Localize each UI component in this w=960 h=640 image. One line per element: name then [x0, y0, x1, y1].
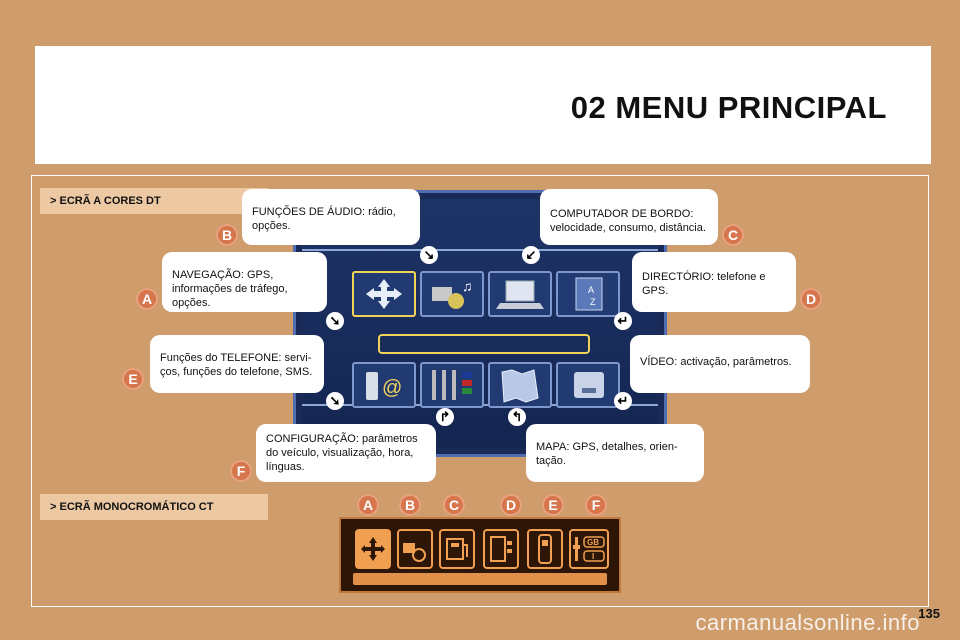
page-title: 02 MENU PRINCIPAL — [570, 90, 887, 125]
section-color-screen: > ECRÃ A CORES DT — [40, 188, 268, 214]
callout-telephone: Funções do TELEFONE: servi- ços, funções… — [150, 335, 324, 393]
arrow-computer-icon: ↙ — [522, 246, 540, 264]
arrow-telephone-icon: ➘ — [326, 392, 344, 410]
video-icon[interactable] — [556, 362, 620, 408]
mono-directory-icon[interactable] — [483, 529, 519, 569]
callout-map-line1: MAPA: GPS, detalhes, orien- — [536, 441, 678, 453]
svg-text:@: @ — [382, 377, 402, 399]
callout-telephone-line2: ços, funções do telefone, SMS. — [160, 366, 313, 378]
computer-icon[interactable] — [488, 271, 552, 317]
callout-configuration-line2: do veículo, visualização, hora, — [266, 447, 414, 459]
navigation-icon[interactable] — [352, 271, 416, 317]
content-frame — [31, 175, 929, 607]
mono-configuration-icon[interactable]: GB I — [569, 529, 609, 569]
arrow-map-icon: ↰ — [508, 408, 526, 426]
mono-status-bar — [353, 573, 607, 585]
callout-telephone-line1: Funções do TELEFONE: servi- — [160, 352, 312, 364]
telephone-icon[interactable]: @ — [352, 362, 416, 408]
callout-map-line2: tação. — [536, 455, 566, 467]
badge-b: B — [216, 224, 238, 246]
mono-navigation-icon[interactable] — [355, 529, 391, 569]
watermark: carmanualsonline.info — [695, 610, 920, 635]
audio-icon[interactable]: ♫ — [420, 271, 484, 317]
mono-badge-c: C — [443, 494, 465, 516]
callout-audio: FUNÇÕES DE ÁUDIO: rádio, opções. — [242, 189, 420, 245]
mono-computer-icon[interactable] — [439, 529, 475, 569]
callout-directory: DIRECTÓRIO: telefone e GPS. — [632, 252, 796, 312]
badge-c: C — [722, 224, 744, 246]
mono-audio-icon[interactable] — [397, 529, 433, 569]
map-icon[interactable] — [488, 362, 552, 408]
arrow-video-icon: ↵ — [614, 392, 632, 410]
callout-configuration-line3: línguas. — [266, 461, 305, 473]
badge-a: A — [136, 288, 158, 310]
callout-video: VÍDEO: activação, parâmetros. — [630, 335, 810, 393]
callout-trip-computer: COMPUTADOR DE BORDO: velocidade, consumo… — [540, 189, 718, 245]
arrow-directory-icon: ↵ — [614, 312, 632, 330]
callout-navigation: NAVEGAÇÃO: GPS, informações de tráfego, … — [162, 252, 327, 312]
screen-divider-top — [302, 249, 658, 251]
mono-badge-b: B — [399, 494, 421, 516]
mono-badge-f: F — [585, 494, 607, 516]
status-bar — [378, 334, 590, 354]
mono-badge-e: E — [542, 494, 564, 516]
mono-badge-d: D — [500, 494, 522, 516]
arrow-navigation-icon: ➘ — [326, 312, 344, 330]
mono-i-label: I — [592, 552, 594, 561]
mono-gb-label: GB — [587, 538, 599, 547]
badge-e: E — [122, 368, 144, 390]
mono-screen: GB I — [339, 517, 621, 593]
arrow-audio-icon: ↘ — [420, 246, 438, 264]
mono-badge-a: A — [357, 494, 379, 516]
svg-text:Z: Z — [590, 297, 596, 307]
configuration-icon[interactable] — [420, 362, 484, 408]
callout-configuration-line1: CONFIGURAÇÃO: parâmetros — [266, 433, 418, 445]
svg-text:♫: ♫ — [462, 278, 473, 294]
badge-f: F — [230, 460, 252, 482]
page-number: 135 — [918, 606, 940, 621]
callout-configuration: CONFIGURAÇÃO: parâmetros do veículo, vis… — [256, 424, 436, 482]
arrow-configuration-icon: ↱ — [436, 408, 454, 426]
badge-d: D — [800, 288, 822, 310]
svg-text:A: A — [588, 285, 594, 295]
mono-telephone-icon[interactable] — [527, 529, 563, 569]
callout-map: MAPA: GPS, detalhes, orien- tação. — [526, 424, 704, 482]
section-mono-screen: > ECRÃ MONOCROMÁTICO CT — [40, 494, 268, 520]
title-panel: 02 MENU PRINCIPAL — [35, 46, 931, 164]
